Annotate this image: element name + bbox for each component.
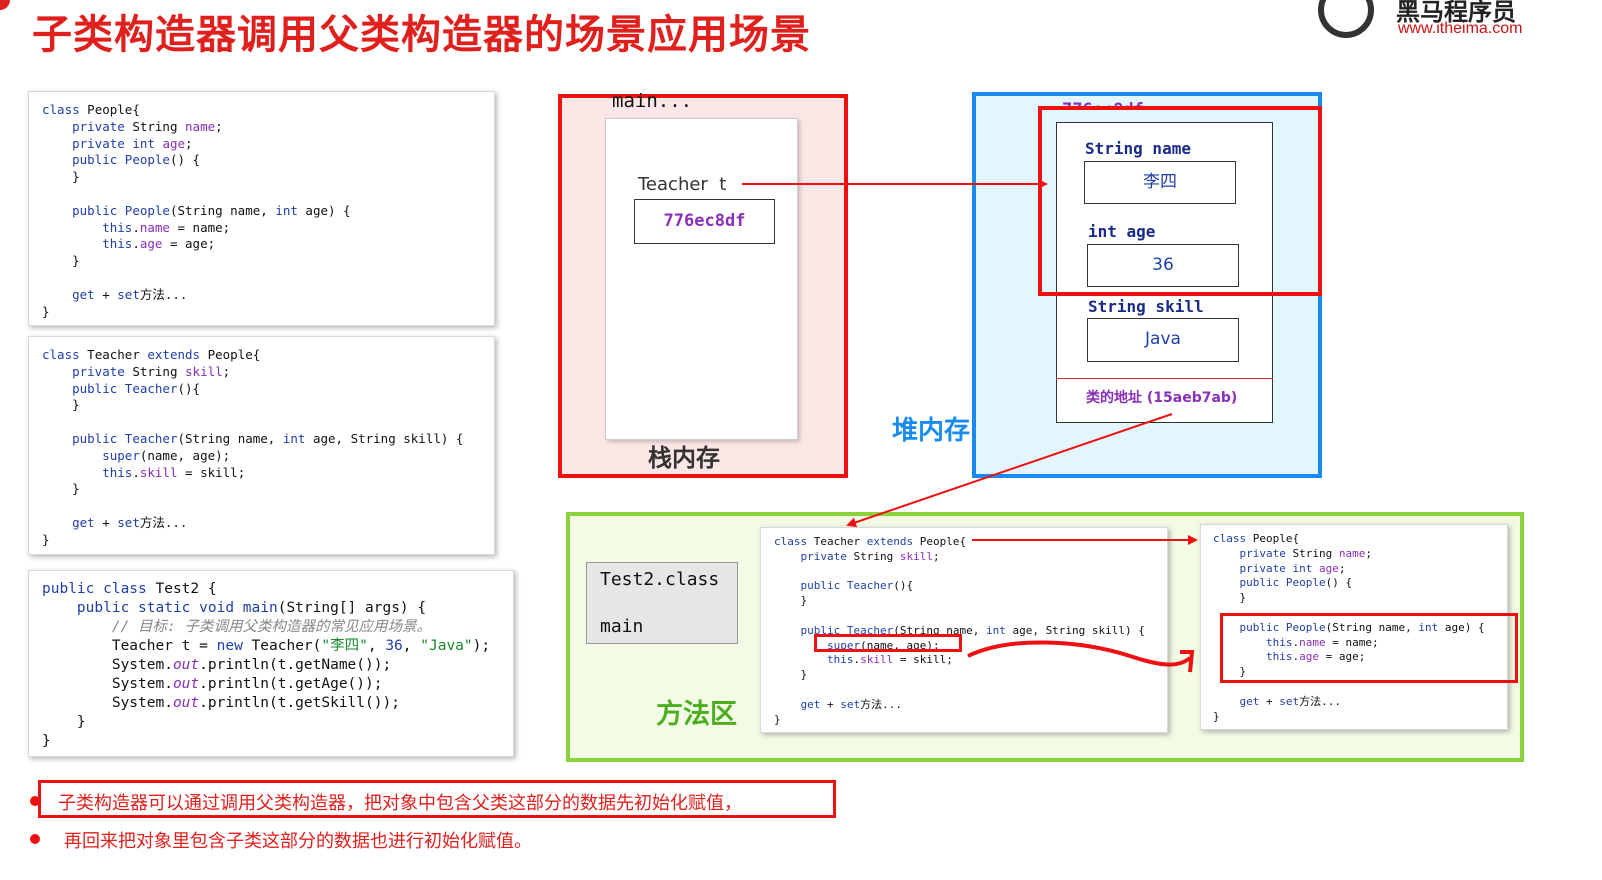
field-name-value-text: 李四 [1143,172,1177,192]
code-people: class People{ private String name; priva… [28,91,495,326]
field-skill-value-text: Java [1145,329,1181,349]
class-address-arrow [846,413,1173,528]
class-address-label: 类的地址 (15aeb7ab) [1086,390,1238,406]
field-skill-decl: String skill [1088,297,1204,316]
stack-var-decl: Teacher t [638,174,727,195]
corner-mark [0,0,10,10]
logo-url: www.itheima.com [1398,20,1523,37]
stack-frame-label: main... [612,90,693,112]
note-line-1: 子类构造器可以通过调用父类构造器，把对象中包含父类这部分的数据先初始化赋值， [58,793,742,814]
super-call-arrow [967,640,1192,667]
code-teacher: class Teacher extends People{ private St… [28,336,495,555]
code-test2: public class Test2 { public static void … [28,570,514,757]
method-people-class: class People{ private String name; priva… [1200,524,1508,730]
logo-name: 黑马程序员 [1396,0,1516,26]
test2-main-method: main [600,616,644,637]
field-name-decl: String name [1085,139,1191,158]
stack-area-label: 栈内存 [648,444,720,472]
people-constructor-highlight [1220,613,1518,683]
test2-class-name: Test2.class [600,569,720,590]
parent-data-highlight [1038,106,1322,296]
field-age-value: 36 [1087,244,1239,287]
field-skill-value: Java [1087,318,1239,362]
field-age-decl: int age [1088,222,1156,241]
super-call-highlight [814,634,962,652]
stack-var-value: 776ec8df [634,199,775,244]
field-age-value-text: 36 [1152,255,1174,275]
field-name-value: 李四 [1084,161,1236,204]
main-stack-frame [605,118,798,440]
logo-icon [1318,0,1374,38]
page-title: 子类构造器调用父类构造器的场景应用场景 [32,12,811,58]
note-line-2: 再回来把对象里包含子类这部分的数据也进行初始化赋值。 [64,831,532,852]
super-call-arrowhead [1180,650,1195,673]
note-bullet-2 [30,834,40,844]
method-area-label: 方法区 [656,699,737,730]
heap-area-label: 堆内存 [892,416,971,446]
test2-class-box [586,562,738,644]
method-teacher-class: class Teacher extends People{ private St… [760,527,1168,733]
stack-var-value-text: 776ec8df [663,211,746,231]
note-bullet-1 [30,796,40,806]
class-address-divider [1056,378,1273,379]
heap-object-address: 776ec8df [1062,100,1144,110]
